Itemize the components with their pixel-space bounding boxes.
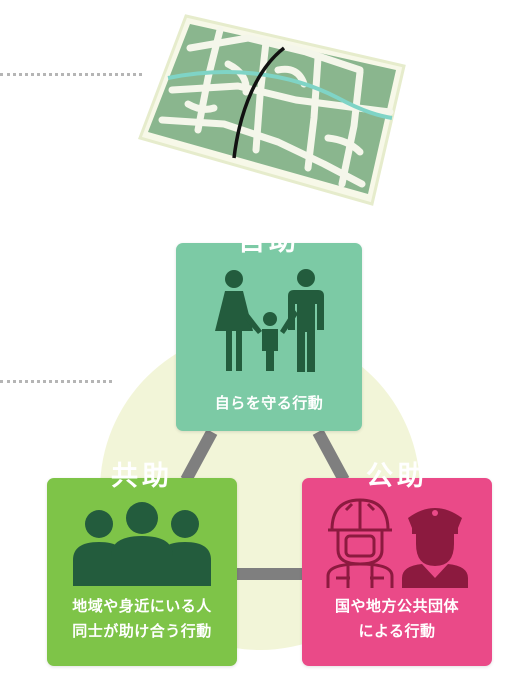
dotted-leader-top (0, 73, 142, 76)
mutual-help-card: 共助 地域や身近にいる人 同士が助け合う行動 (47, 461, 237, 666)
family-icon (215, 269, 324, 372)
mutual-help-title: 共助 (111, 461, 173, 492)
police-icon (402, 508, 468, 588)
self-help-title: 自助 (238, 226, 300, 257)
self-help-card: 自助 自らを守る行動 (176, 226, 362, 431)
mutual-help-line-1: 地域や身近にいる人 (72, 597, 212, 615)
dotted-leader-middle (0, 380, 112, 383)
public-help-line-2: による行動 (358, 622, 436, 640)
public-help-title: 公助 (366, 461, 428, 492)
public-help-description: 国や地方公共団体 による行動 (302, 594, 492, 644)
mutual-help-description: 地域や身近にいる人 同士が助け合う行動 (47, 594, 237, 644)
group-icon (73, 502, 211, 586)
map-icon (138, 14, 406, 206)
self-help-description: 自らを守る行動 (214, 394, 324, 412)
public-help-line-1: 国や地方公共団体 (334, 597, 459, 615)
mutual-help-line-2: 同士が助け合う行動 (72, 622, 212, 640)
public-help-card: 公助 国や地方公共団体 による行動 (302, 461, 492, 666)
firefighter-icon (326, 498, 394, 588)
